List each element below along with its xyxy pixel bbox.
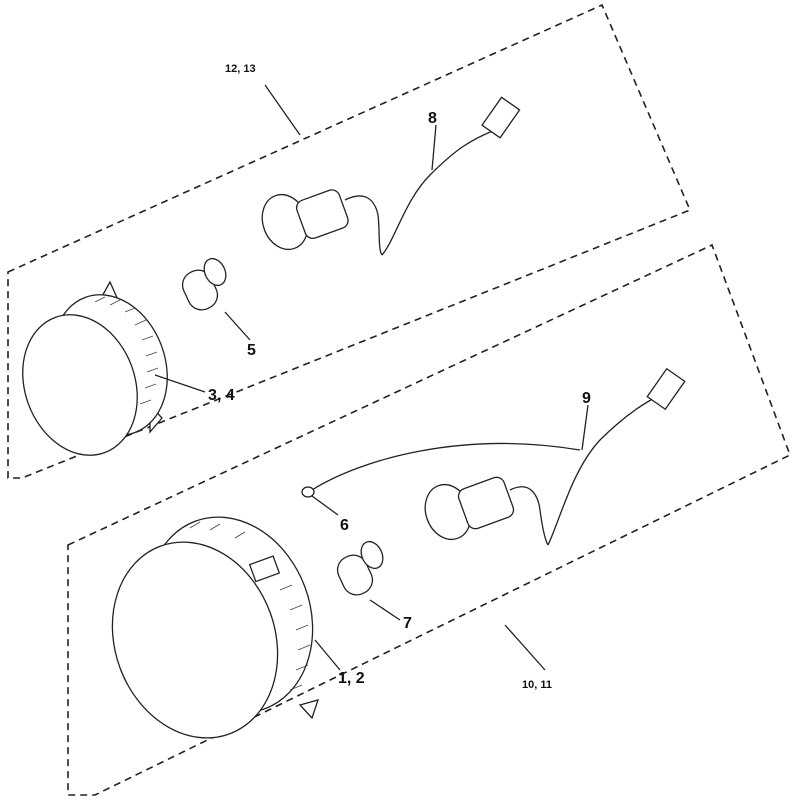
leader-9 <box>581 404 589 451</box>
leader-1-2 <box>314 639 341 671</box>
side-marker-lead <box>311 442 581 491</box>
leader-5 <box>224 311 251 341</box>
callout-9: 9 <box>582 390 591 407</box>
side-marker-bulb <box>301 486 315 498</box>
lower-socket <box>424 476 549 546</box>
lower-bulb <box>336 540 384 596</box>
callout-8: 8 <box>428 110 437 127</box>
callout-7: 7 <box>403 615 412 632</box>
upper-harness <box>381 129 496 256</box>
leader-8 <box>431 124 437 171</box>
label-group-lower: 10, 11 <box>522 679 552 691</box>
lower-fog-lamp <box>111 516 320 739</box>
callout-5: 5 <box>247 342 256 359</box>
upper-bulb <box>181 257 227 311</box>
lower-group-boundary <box>67 243 792 796</box>
callout-1-2: 1, 2 <box>338 670 365 687</box>
leader-10-11 <box>504 624 546 671</box>
callout-3-4: 3, 4 <box>208 387 235 404</box>
lower-harness <box>547 394 661 546</box>
leader-6 <box>311 495 339 516</box>
upper-socket <box>261 189 383 256</box>
upper-group-boundary <box>7 3 692 479</box>
upper-connector <box>481 96 521 139</box>
leader-7 <box>369 599 401 621</box>
leader-12-13 <box>264 84 301 136</box>
upper-fog-lamp <box>22 280 168 456</box>
leader-3-4 <box>154 374 206 393</box>
label-group-upper: 12, 13 <box>225 63 256 75</box>
lower-connector <box>646 367 686 411</box>
callout-6: 6 <box>340 517 349 534</box>
